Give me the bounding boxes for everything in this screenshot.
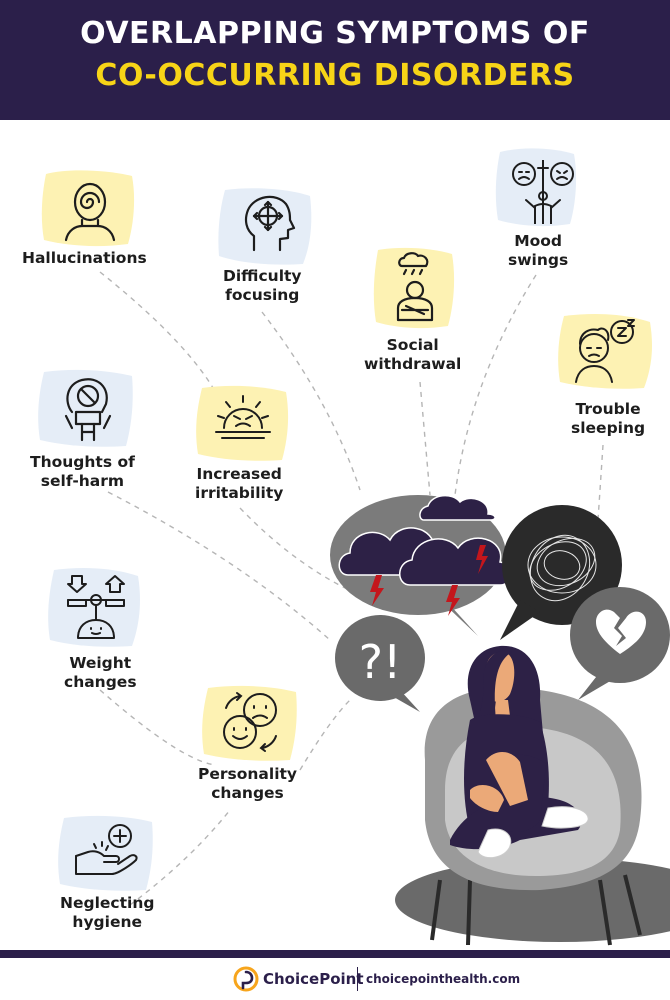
footer xyxy=(0,958,670,1000)
trouble-sleeping-icon xyxy=(575,319,635,383)
head-focus-icon xyxy=(244,195,296,252)
self-harm-icon xyxy=(64,378,112,442)
illustration: ?! xyxy=(330,494,670,946)
irritability-sun-icon xyxy=(215,395,271,439)
broken-heart-bubble xyxy=(570,587,670,700)
label-mood-swings: Mood swings xyxy=(508,232,569,269)
mood-swings-icon xyxy=(512,160,574,224)
footer-divider xyxy=(357,967,358,991)
label-weight-changes: Weight changes xyxy=(64,654,137,691)
woman-figure xyxy=(450,645,589,859)
label-social-withdrawal: Social withdrawal xyxy=(364,336,462,373)
cloud-bubble xyxy=(330,494,512,636)
title-line-2: CO-OCCURRING DISORDERS xyxy=(95,58,575,93)
hygiene-hand-icon xyxy=(75,824,138,875)
footer-brand: ChoicePoint xyxy=(263,970,364,988)
question-exclaim-text: ?! xyxy=(359,635,402,689)
blob-thoughts-self-harm xyxy=(38,369,133,447)
label-neglecting-hygiene: Neglecting hygiene xyxy=(60,894,155,931)
label-thoughts-self-harm: Thoughts of self-harm xyxy=(30,453,135,490)
floor-shadow xyxy=(395,858,670,942)
label-increased-irritability: Increased irritability xyxy=(195,465,284,502)
social-withdrawal-icon xyxy=(396,252,434,322)
hallucination-icon xyxy=(64,182,116,242)
label-personality-changes: Personality changes xyxy=(198,765,298,802)
header-banner: OVERLAPPING SYMPTOMS OF CO-OCCURRING DIS… xyxy=(0,0,670,120)
scribble-bubble xyxy=(500,505,622,640)
label-difficulty-focusing: Difficulty focusing xyxy=(223,267,302,304)
weight-scale-icon xyxy=(67,575,125,639)
footer-website-link[interactable]: choicepointhealth.com xyxy=(366,972,521,986)
question-bubble: ?! xyxy=(335,615,425,712)
label-trouble-sleeping: Trouble sleeping xyxy=(571,400,646,437)
personality-faces-icon xyxy=(223,692,277,752)
footer-bar xyxy=(0,950,670,958)
blob-social-withdrawal xyxy=(373,247,455,329)
label-hallucinations: Hallucinations xyxy=(22,249,147,267)
title-line-1: OVERLAPPING SYMPTOMS OF xyxy=(80,16,590,51)
choicepoint-logo-icon xyxy=(233,966,259,992)
blob-neglecting-hygiene xyxy=(58,815,153,891)
